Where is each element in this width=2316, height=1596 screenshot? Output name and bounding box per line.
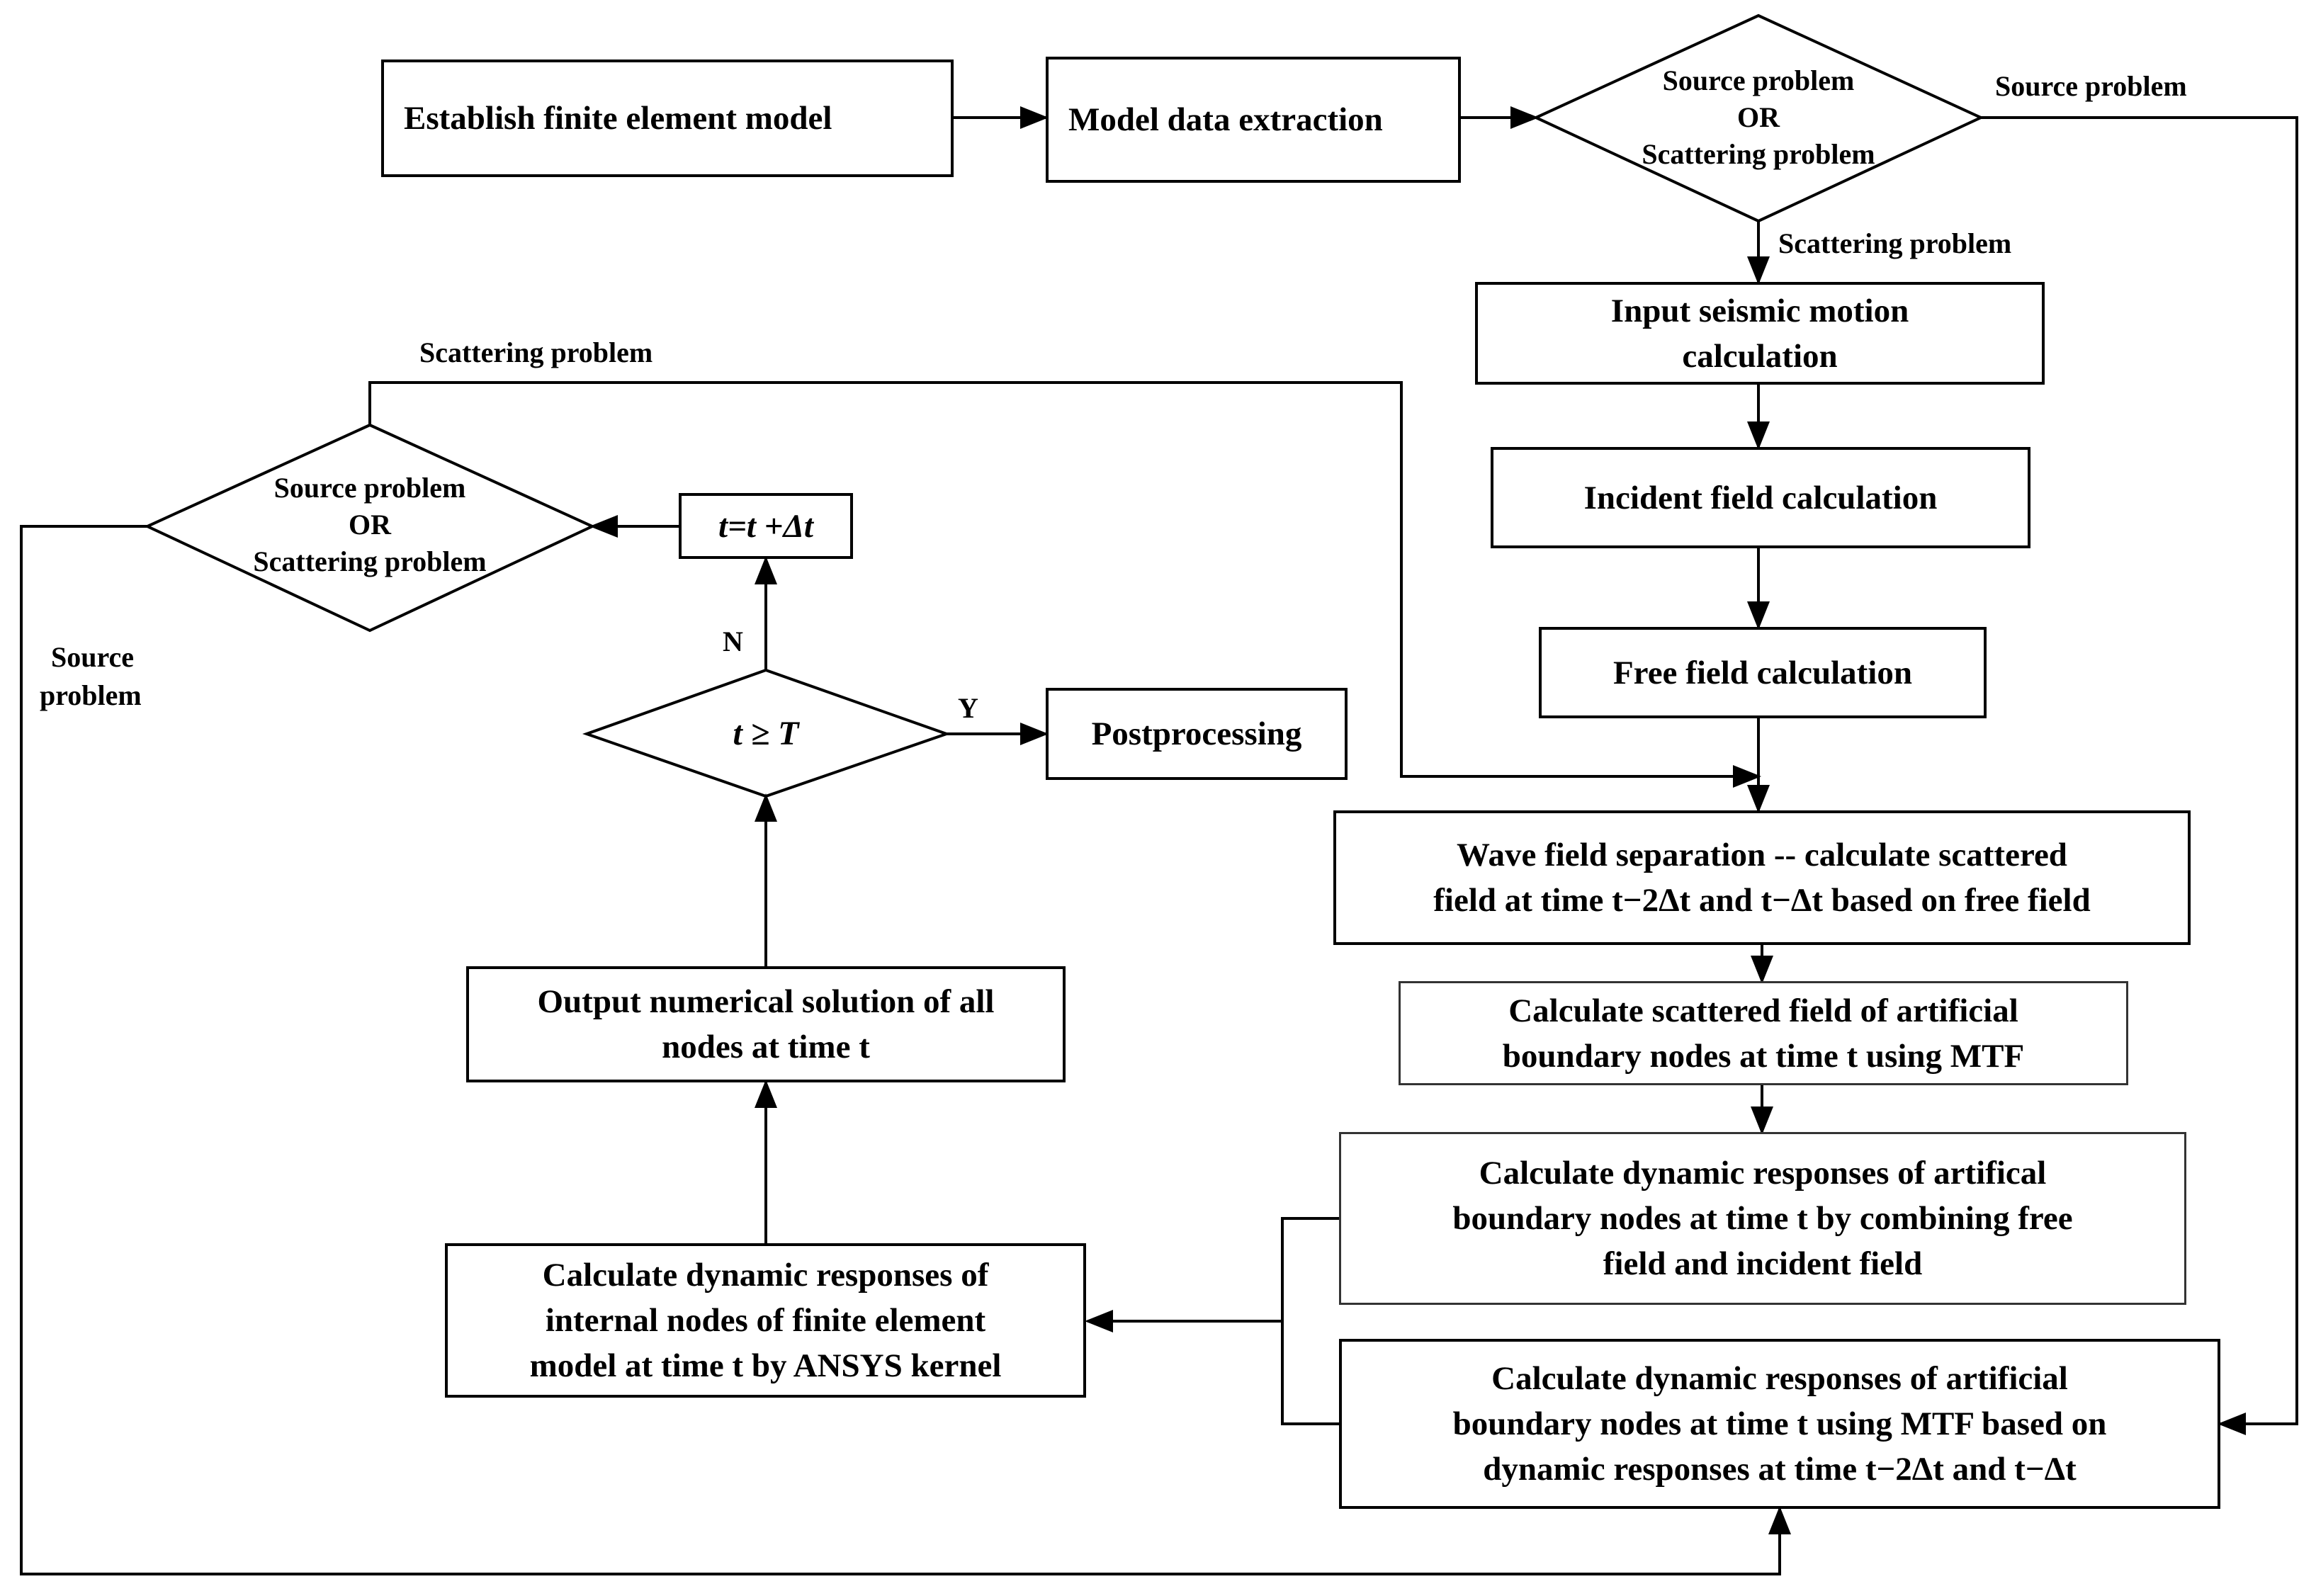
decision-left-line3: Scattering problem	[253, 545, 487, 577]
dynamic-mtf-label-2: boundary nodes at time t using MTF based…	[1452, 1405, 2107, 1442]
label-top-source-problem: Source problem	[1995, 70, 2187, 102]
label-top-scattering-problem: Scattering problem	[1778, 227, 2012, 259]
output-solution-box: Output numerical solution of all nodes a…	[466, 966, 1066, 1082]
arrow-source-to-dyn-mtf	[1981, 116, 2298, 1435]
ansys-kernel-label-3: model at time t by ANSYS kernel	[529, 1347, 1002, 1384]
dynamic-mtf-label-1: Calculate dynamic responses of artificia…	[1491, 1360, 2068, 1397]
wave-separation-label-2: field at time t−2Δt and t−Δt based on fr…	[1433, 882, 2091, 919]
postprocessing-box: Postprocessing	[1046, 688, 1348, 780]
scattered-mtf-label-1: Calculate scattered field of artificial	[1508, 992, 2018, 1029]
model-data-extraction-label: Model data extraction	[1068, 101, 1383, 138]
ansys-kernel-label-2: internal nodes of finite element	[545, 1302, 986, 1339]
scattered-mtf-box: Calculate scattered field of artificial …	[1399, 981, 2128, 1085]
establish-model-label: Establish finite element model	[404, 100, 832, 137]
arrow-left-source-to-dyn-mtf	[20, 525, 1791, 1575]
model-data-extraction-box: Model data extraction	[1046, 57, 1461, 183]
input-seismic-label-2: calculation	[1682, 337, 1838, 375]
wave-separation-box: Wave field separation -- calculate scatt…	[1333, 810, 2191, 945]
dynamic-combining-label-1: Calculate dynamic responses of artifical	[1479, 1155, 2047, 1192]
output-solution-label-2: nodes at time t	[662, 1029, 870, 1065]
scattered-mtf-label-2: boundary nodes at time t using MTF	[1502, 1037, 2025, 1075]
decision-top-line2: OR	[1737, 101, 1780, 133]
label-left-source: Source	[51, 641, 135, 673]
incident-field-box: Incident field calculation	[1491, 447, 2030, 548]
establish-model-box: Establish finite element model	[381, 60, 954, 177]
time-increment-label: t=t +Δt	[718, 507, 813, 545]
decision-time-text: t ≥ T	[660, 713, 872, 755]
incident-field-label: Incident field calculation	[1583, 479, 1938, 516]
decision-time-label: t ≥ T	[733, 715, 799, 752]
label-left-problem: problem	[40, 679, 142, 711]
free-field-box: Free field calculation	[1539, 627, 1987, 718]
input-seismic-box: Input seismic motion calculation	[1475, 282, 2045, 385]
label-yes: Y	[958, 692, 978, 724]
decision-diamond-left	[144, 423, 596, 633]
dynamic-combining-label-2: boundary nodes at time t by combining fr…	[1452, 1200, 2073, 1237]
bracket-merge	[1281, 1217, 1339, 1425]
ansys-kernel-label-1: Calculate dynamic responses of	[542, 1257, 989, 1294]
decision-top-line1: Source problem	[1662, 64, 1855, 96]
decision-left-text: Source problem OR Scattering problem	[228, 470, 512, 580]
decision-left-line2: OR	[349, 509, 391, 541]
decision-top-text: Source problem OR Scattering problem	[1617, 62, 1900, 173]
input-seismic-label-1: Input seismic motion	[1610, 292, 1909, 329]
dynamic-mtf-box: Calculate dynamic responses of artificia…	[1339, 1339, 2220, 1509]
dynamic-combining-box: Calculate dynamic responses of artifical…	[1339, 1132, 2186, 1305]
ansys-kernel-box: Calculate dynamic responses of internal …	[445, 1243, 1086, 1398]
decision-top-line3: Scattering problem	[1642, 138, 1875, 170]
dynamic-mtf-label-3: dynamic responses at time t−2Δt and t−Δt	[1483, 1451, 2077, 1488]
dynamic-combining-label-3: field and incident field	[1603, 1245, 1923, 1282]
time-increment-box: t=t +Δt	[679, 493, 853, 559]
arrow-left-scattering-to-wavesep	[368, 381, 1761, 788]
free-field-label: Free field calculation	[1612, 654, 1913, 691]
decision-left-line1: Source problem	[273, 472, 466, 504]
label-left-scattering-problem: Scattering problem	[419, 336, 653, 368]
wave-separation-label-1: Wave field separation -- calculate scatt…	[1457, 837, 2067, 873]
label-no: N	[723, 626, 743, 657]
output-solution-label-1: Output numerical solution of all	[537, 983, 995, 1020]
postprocessing-label: Postprocessing	[1091, 715, 1302, 752]
